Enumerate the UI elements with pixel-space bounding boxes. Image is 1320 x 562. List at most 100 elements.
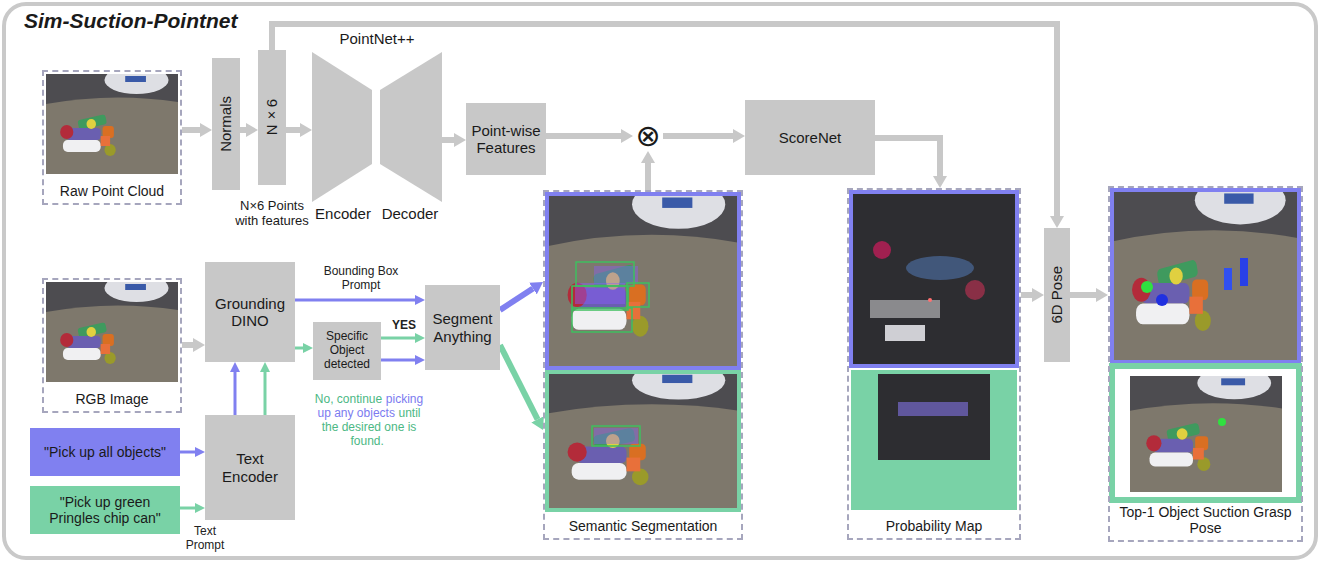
green-panel: [851, 370, 1017, 510]
rgb-image: [46, 274, 178, 382]
node-label: Grounding DINO: [209, 295, 291, 330]
probability-image: [851, 192, 1017, 366]
connector-arrow: [381, 359, 415, 362]
node-label: Semantic Segmentation: [549, 518, 737, 534]
edge-label: Text Prompt: [182, 524, 228, 552]
node-label: Probability Map: [853, 518, 1015, 534]
result-panel: Semantic Segmentation: [543, 190, 743, 540]
node-label: Text Encoder: [209, 450, 291, 485]
grasp-image: [1112, 176, 1299, 362]
pose-bar: 6D Pose: [1044, 228, 1070, 362]
decoder-shape: [380, 52, 442, 202]
grasp-marker: [1141, 281, 1153, 293]
object-heat: [873, 241, 891, 259]
node-caption: N×6 Points with features: [228, 199, 316, 229]
connector-arrow: [645, 163, 651, 190]
encoder-shape: [312, 52, 372, 202]
node-label: Decoder: [378, 205, 442, 222]
node-label: "Pick up all objects": [36, 444, 174, 460]
connector-arrow: [500, 345, 538, 419]
bounding-box: [572, 308, 632, 332]
node-label: RGB Image: [48, 391, 176, 407]
edge-label: Bounding Box Prompt: [318, 264, 404, 292]
node-label: ScoreNet: [749, 129, 871, 146]
bounding-box: [572, 286, 628, 310]
connector-arrow: [442, 137, 454, 143]
connector-arrow: [663, 133, 733, 139]
multiply-symbol: ⊗: [633, 121, 663, 151]
point-cloud-image: [46, 66, 178, 174]
object-heat: [870, 300, 940, 318]
bounding-box: [627, 283, 649, 307]
note-fragment: No, continue: [315, 392, 382, 406]
connector-arrow: [875, 138, 940, 176]
process-box: Text Encoder: [205, 415, 295, 520]
purple-frame: [851, 192, 1017, 366]
connector-arrow: [234, 372, 237, 415]
process-box: Point-wise Features: [466, 103, 546, 175]
grasp-marker: [1240, 258, 1248, 286]
outer-frame: [4, 4, 1316, 558]
input-image-box: Raw Point Cloud: [42, 70, 182, 205]
prompt-box: "Pick up green Pringles chip can": [30, 486, 180, 534]
grasp-marker: [1218, 418, 1226, 426]
encoder-decoder: PointNet++ EncoderDecoder: [312, 30, 442, 222]
result-panel: Top-1 Object Suction Grasp Pose: [1108, 186, 1303, 542]
mask-overlay: [594, 266, 638, 284]
green-frame: [547, 372, 739, 510]
connector-arrow: [295, 347, 303, 350]
connector-arrow: [240, 127, 246, 133]
node-label: N×6: [263, 99, 280, 135]
connector-arrow: [381, 337, 415, 340]
bounding-box: [576, 262, 634, 286]
node-label: Segment Anything: [429, 310, 496, 345]
bounding-box: [592, 426, 640, 446]
node-label: Specific Object detected: [317, 330, 377, 371]
object-heat: [965, 280, 985, 300]
process-box: Grounding DINO: [205, 262, 295, 362]
node-label: Encoder: [312, 205, 374, 222]
encoder-decoder-shape: [312, 30, 442, 222]
node-label: Normals: [217, 96, 234, 152]
connector-arrow: [182, 127, 200, 133]
grasp-marker: [1224, 268, 1232, 290]
connector-arrow: [295, 299, 415, 302]
feature-bar: N×6N×6 Points with features: [258, 50, 286, 185]
object-heat: [906, 256, 974, 280]
node-label: PointNet++: [312, 30, 442, 47]
result-panel: Probability Map: [847, 188, 1021, 540]
note-text: No, continuepicking up any objectsuntil …: [308, 392, 430, 448]
mask-overlay: [594, 428, 638, 444]
node-label: Top-1 Object Suction Grasp Pose: [1114, 504, 1297, 536]
prompt-box: "Pick up all objects": [30, 428, 180, 476]
node-label: "Pick up green Pringles chip can": [36, 494, 174, 526]
process-box: ScoreNet: [745, 100, 875, 175]
segmentation-image: [547, 361, 739, 510]
grasp-marker: [1156, 294, 1168, 306]
grasp-image: [1130, 367, 1282, 492]
connector-arrow: [264, 372, 267, 415]
edge-label: YES: [388, 318, 420, 332]
green-frame: [1112, 366, 1299, 500]
process-box: Segment Anything: [425, 285, 500, 370]
node-label: 6D Pose: [1048, 266, 1065, 324]
connector-arrow: [1021, 292, 1032, 298]
connector-arrow: [500, 289, 533, 310]
connector-arrow: [180, 451, 195, 454]
connector-arrow: [180, 507, 195, 510]
object-heat: [898, 402, 968, 416]
probability-image: [878, 374, 990, 460]
node-label: Raw Point Cloud: [48, 183, 176, 199]
connector-arrow: [286, 127, 300, 133]
node-label: Point-wise Features: [470, 122, 542, 157]
feature-bar: Normals: [212, 58, 240, 190]
purple-frame: [547, 194, 739, 368]
decision-box: Specific Object detected: [313, 322, 381, 380]
connector-arrow: [182, 342, 193, 348]
purple-frame: [1112, 190, 1299, 362]
node-label: ⊗: [633, 121, 663, 151]
input-image-box: RGB Image: [42, 278, 182, 413]
connector-arrow: [546, 133, 621, 139]
